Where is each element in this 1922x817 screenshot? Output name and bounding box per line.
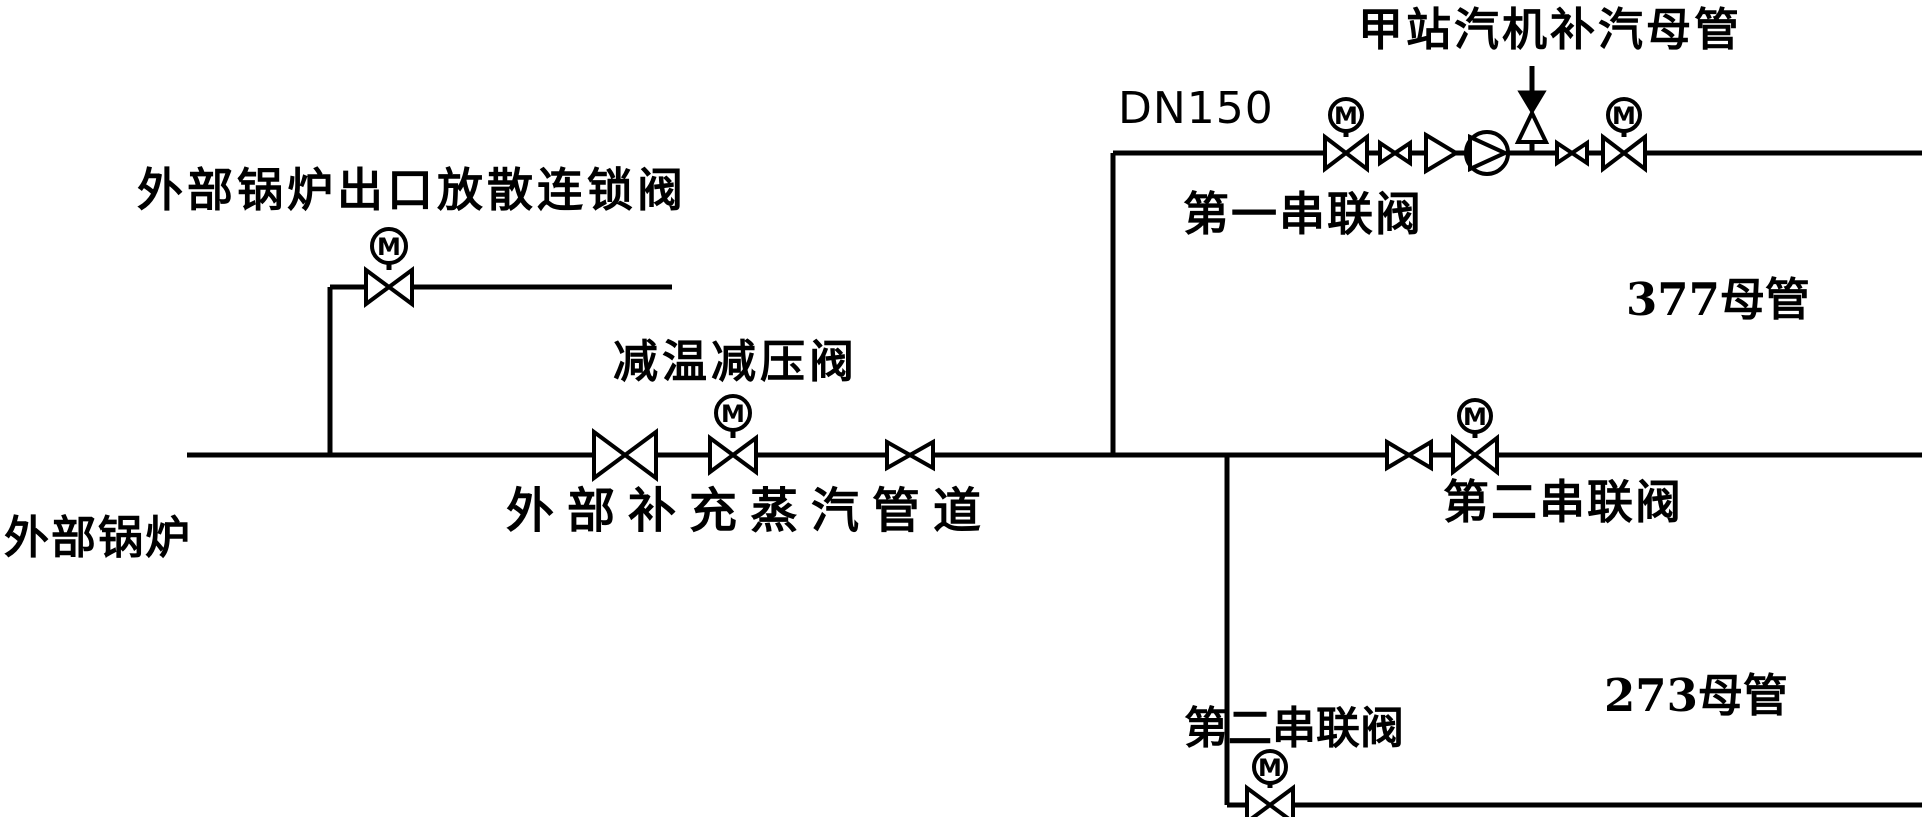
valve-flow-triangle [1468, 133, 1510, 173]
vent-interlock-valve-label: 外部锅炉出口放散连锁阀 [137, 163, 687, 217]
reducing-motor-valve-icon: M [708, 394, 758, 476]
motor-actuator-circle [714, 394, 752, 432]
valve-body [1601, 132, 1647, 174]
reducing-valve-label: 减温减压阀 [613, 335, 859, 388]
check-control-valve-icon [1424, 130, 1510, 176]
first-series-motor-valve-icon: M [1323, 97, 1369, 174]
main-line-small-valve-icon [885, 438, 935, 472]
motor-actuator-circle [1606, 97, 1642, 133]
valve-cap [1517, 90, 1547, 115]
safety-vent-valve-icon [1514, 66, 1550, 153]
motor-actuator-circle [1328, 97, 1364, 133]
motor-actuator-letter: M [1334, 102, 1358, 130]
valve-body [1555, 139, 1589, 167]
motor-actuator-letter: M [1612, 102, 1636, 130]
valve-body [1451, 433, 1499, 477]
motor-actuator-circle [1457, 398, 1493, 434]
second-series-motor-valve-icon: M [1451, 398, 1499, 477]
motor-actuator-circle [370, 227, 408, 265]
station-header-label: 甲站汽机补汽母管 [1358, 3, 1743, 56]
motor-actuator-letter: M [721, 400, 745, 428]
header-377-motor-valve-icon: M [1601, 97, 1647, 174]
valve-body [1385, 438, 1433, 472]
main-line-gate-valve-icon [592, 428, 658, 482]
header-273-label: 273母管 [1604, 669, 1788, 722]
second-series-valve-mid-label: 第二串联阀 [1443, 475, 1683, 529]
header-377-label: 377母管 [1626, 273, 1810, 326]
second-series-small-valve-icon [1385, 438, 1433, 472]
motor-actuator-letter: M [1258, 754, 1282, 782]
valve-body [1245, 784, 1295, 817]
external-boiler-label: 外部锅炉 [4, 511, 193, 564]
valve-body [885, 438, 935, 472]
supply-pipeline-label: 外部补充蒸汽管道 [506, 483, 995, 539]
valve-body [1378, 139, 1412, 167]
second-series-valve-bottom-label: 第二串联阀 [1184, 703, 1404, 754]
top-line-small-valve-right-icon [1555, 139, 1589, 167]
valve-left-wing [1424, 131, 1460, 175]
header-273-motor-valve-icon: M [1245, 749, 1295, 817]
first-series-valve-label: 第一串联阀 [1183, 187, 1423, 241]
valve-body [364, 266, 414, 308]
dn150-label: DN150 [1118, 83, 1274, 134]
valve-body [1323, 132, 1369, 174]
valve-body [708, 434, 758, 476]
valve-body [592, 428, 658, 482]
valve-body [1514, 108, 1550, 144]
motor-actuator-circle [1252, 749, 1288, 785]
motor-actuator-letter: M [1463, 403, 1487, 431]
top-line-small-valve-left-icon [1378, 139, 1412, 167]
vent-interlock-motor-valve-icon: M [364, 227, 414, 308]
motor-actuator-letter: M [377, 233, 401, 261]
